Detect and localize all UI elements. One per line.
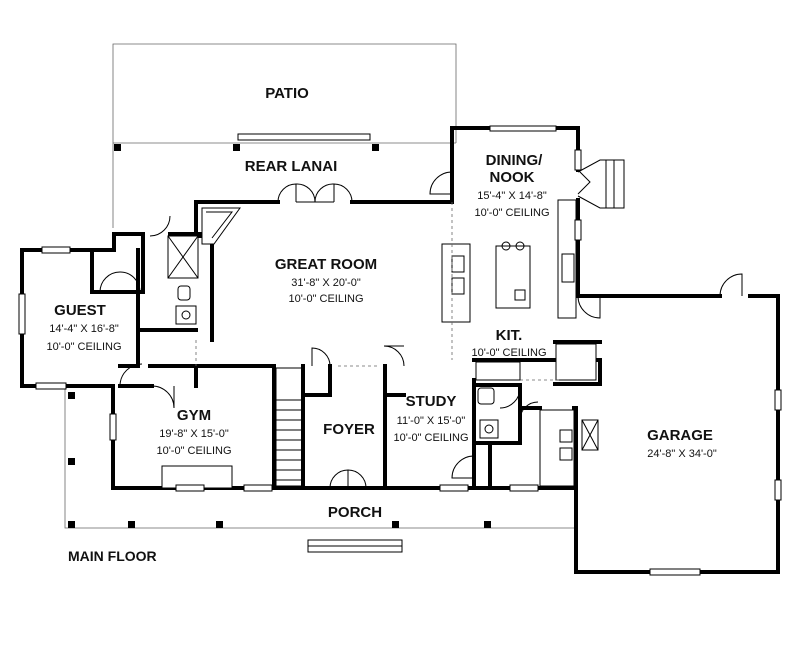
room-labels: PATIO REAR LANAI DINING/ NOOK 15'-4" X 1…	[46, 85, 716, 564]
guest-dims: 14'-4" X 16'-8"	[49, 323, 119, 335]
windows	[18, 149, 782, 576]
kitchen-label: KIT.	[496, 327, 523, 344]
dining-bay	[429, 125, 625, 209]
fireplace	[201, 207, 241, 245]
rear-french-doors	[277, 183, 353, 203]
porch-area	[64, 386, 574, 553]
porch-label: PORCH	[328, 504, 382, 521]
dining-nook-label-line1: DINING/	[486, 152, 544, 169]
gym-label: GYM	[177, 407, 211, 424]
study-ceiling: 10'-0" CEILING	[393, 432, 468, 444]
gym-dims: 19'-8" X 15'-0"	[159, 428, 229, 440]
guest-ceiling: 10'-0" CEILING	[46, 341, 121, 353]
great-room-dims: 31'-8" X 20'-0"	[291, 277, 361, 289]
great-room-label: GREAT ROOM	[275, 256, 377, 273]
rear-lanai-area	[112, 142, 456, 228]
dining-nook-dims: 15'-4" X 14'-8"	[477, 190, 547, 202]
kitchen-ceiling: 10'-0" CEILING	[471, 347, 546, 359]
foyer-label: FOYER	[323, 421, 375, 438]
guest-label: GUEST	[54, 302, 106, 319]
front-entry-doors	[329, 469, 367, 489]
study-dims: 11'-0" X 15'-0"	[397, 415, 466, 427]
powder-bath	[475, 361, 599, 487]
patio-area	[112, 43, 457, 143]
rear-lanai-label: REAR LANAI	[245, 158, 338, 175]
floor-label: MAIN FLOOR	[68, 548, 157, 564]
stairs	[275, 367, 303, 487]
kitchen-fixtures	[441, 199, 597, 381]
guest-bath	[99, 215, 199, 325]
patio-label: PATIO	[265, 85, 309, 102]
study-label: STUDY	[406, 393, 457, 410]
garage-dims: 24'-8" X 34'-0"	[647, 448, 717, 460]
gym-ceiling: 10'-0" CEILING	[156, 445, 231, 457]
dining-nook-label-line2: NOOK	[490, 169, 535, 186]
great-room-ceiling: 10'-0" CEILING	[288, 293, 363, 305]
exterior-walls	[20, 126, 780, 574]
dining-nook-ceiling: 10'-0" CEILING	[474, 207, 549, 219]
interior-doors	[119, 273, 743, 479]
garage-label: GARAGE	[647, 427, 713, 444]
openings	[195, 202, 560, 381]
